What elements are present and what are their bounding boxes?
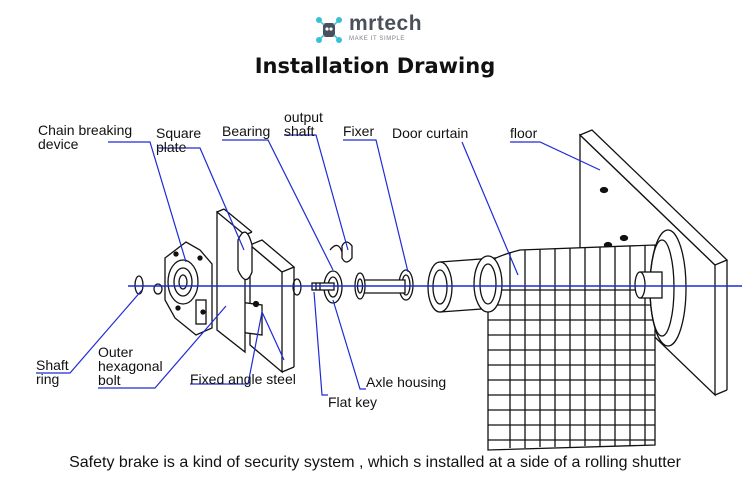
brand-name: mrtech	[349, 12, 423, 35]
leader-lines	[36, 134, 601, 396]
label-outer-hexagonal-bolt: Outer hexagonal bolt	[98, 344, 163, 388]
label-fixed-angle-steel: Fixed angle steel	[190, 371, 296, 387]
label-bearing: Bearing	[222, 123, 271, 139]
shaft-ring	[134, 275, 144, 295]
door-curtain-roll	[427, 229, 687, 451]
label-fixer: Fixer	[343, 123, 375, 139]
page-title: Installation Drawing	[254, 54, 496, 78]
label-chain-breaking: Chain breaking device	[38, 122, 133, 152]
label-floor: floor	[510, 125, 538, 141]
mrtech-logo-icon	[316, 17, 342, 43]
caption: Safety brake is a kind of security syste…	[69, 454, 681, 471]
label-square-plate: Square plate	[156, 125, 202, 155]
label-axle-housing: Axle housing	[366, 374, 447, 390]
label-output-shaft: output shaft	[284, 109, 323, 139]
brand-tagline: MAKE IT SIMPLE	[349, 36, 405, 42]
label-door-curtain: Door curtain	[392, 125, 469, 141]
output-shaft	[341, 241, 406, 300]
bearing	[323, 244, 343, 304]
label-flat-key: Flat key	[328, 394, 378, 410]
chain-breaking-device	[164, 241, 213, 336]
label-shaft-ring: Shaft ring	[36, 357, 69, 387]
small-ring	[292, 278, 302, 296]
